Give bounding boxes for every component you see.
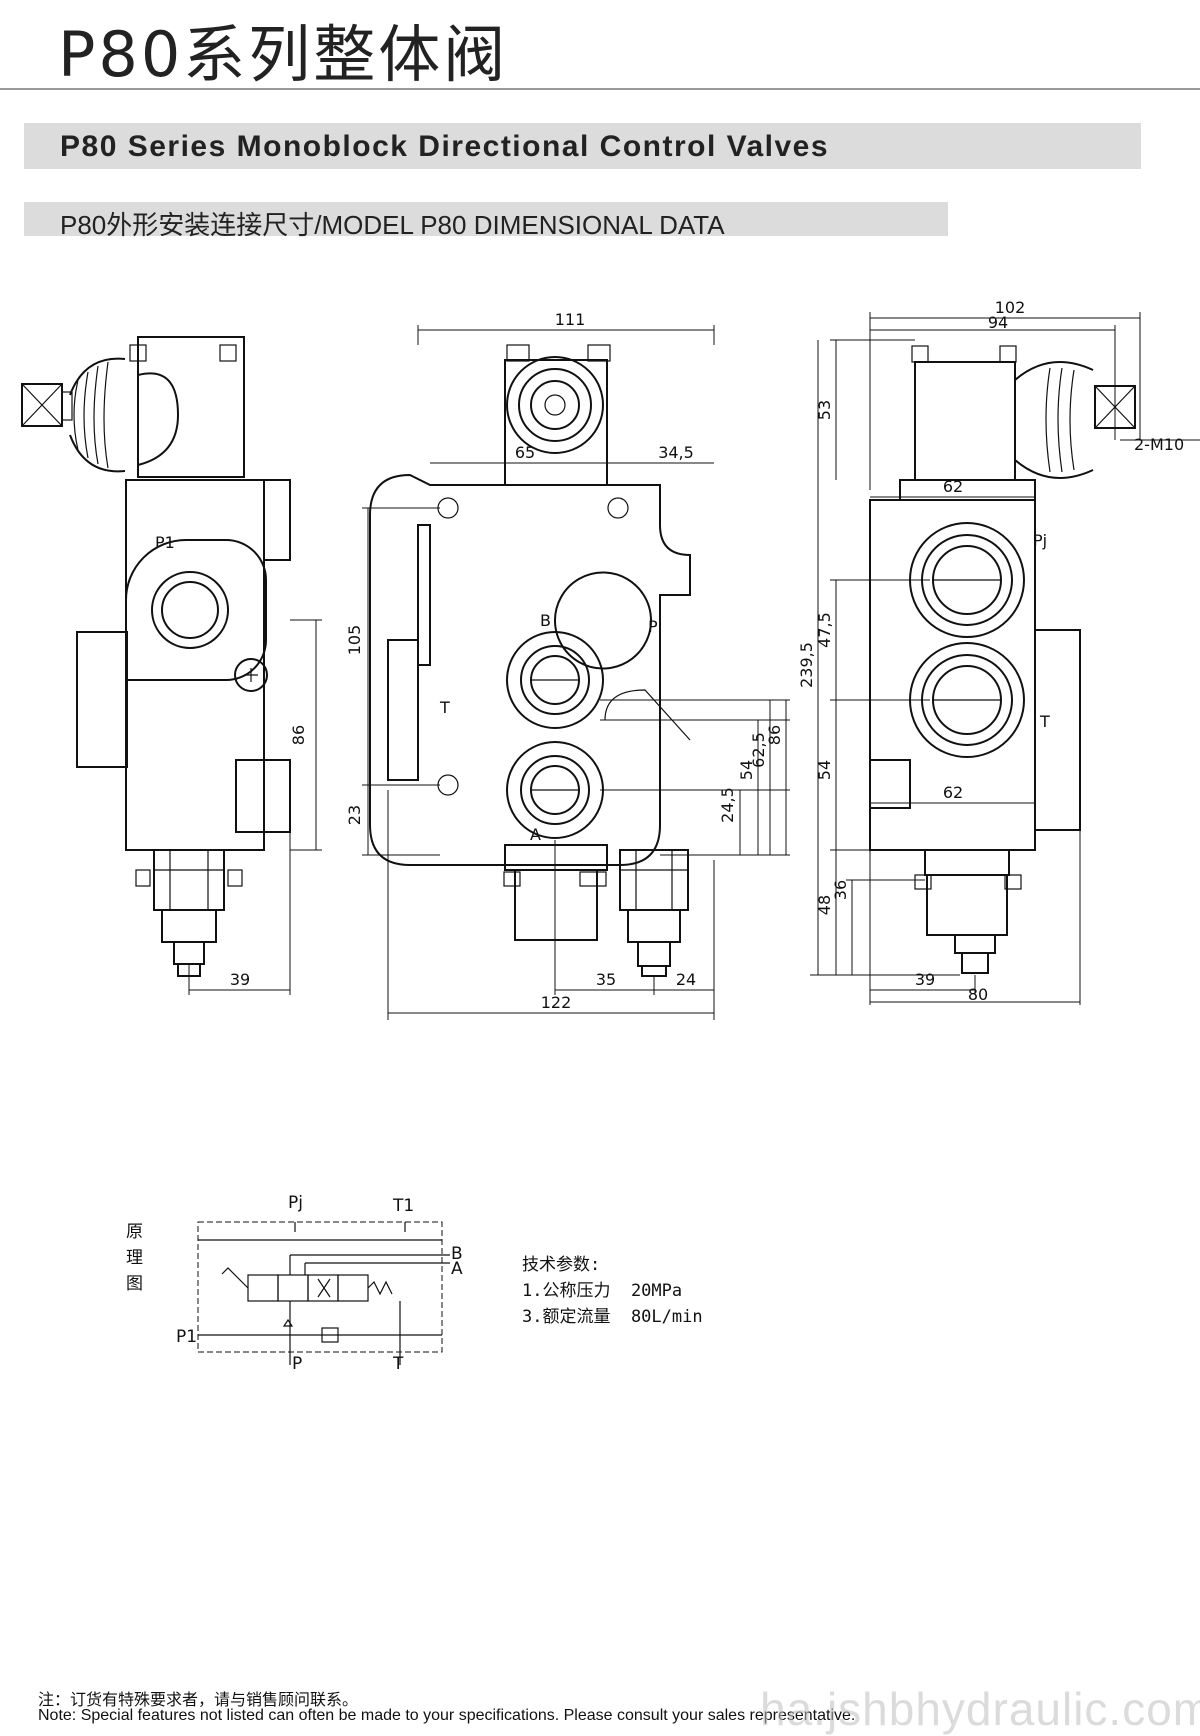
title-band-en: P80 Series Monoblock Directional Control… bbox=[24, 123, 1141, 169]
front-dim-86: 86 bbox=[765, 725, 784, 745]
schematic-port-pj: Pj bbox=[288, 1193, 303, 1213]
front-dim-24-5: 24,5 bbox=[718, 787, 737, 823]
right-side-view: 102 94 2-M10 53 62 Pj 239,5 47,5 T 54 62… bbox=[797, 298, 1200, 1005]
front-dim-34-5: 34,5 bbox=[658, 443, 694, 462]
footer-note-en: Note: Special features not listed can of… bbox=[38, 1707, 856, 1724]
right-dim-47-5: 47,5 bbox=[815, 612, 834, 648]
page-title-cn: P80系列整体阀 bbox=[58, 18, 509, 91]
front-dim-23: 23 bbox=[345, 805, 364, 825]
right-dim-54: 54 bbox=[815, 760, 834, 780]
schematic-port-p1: P1 bbox=[176, 1327, 198, 1347]
left-port-p1: P1 bbox=[155, 533, 175, 552]
right-dim-94: 94 bbox=[988, 313, 1008, 332]
tech-param-flow: 3.额定流量 80L/min bbox=[522, 1307, 703, 1327]
front-port-b: B bbox=[540, 611, 551, 630]
right-port-pj: Pj bbox=[1033, 531, 1047, 550]
front-port-t: T bbox=[439, 698, 450, 717]
schematic-port-b: B bbox=[451, 1244, 463, 1264]
tech-params-heading: 技术参数: bbox=[522, 1255, 601, 1275]
right-dim-39: 39 bbox=[915, 970, 935, 989]
right-dim-48: 48 bbox=[815, 895, 834, 915]
right-dim-239-5: 239,5 bbox=[797, 642, 816, 688]
page-subtitle: P80外形安装连接尺寸/MODEL P80 DIMENSIONAL DATA bbox=[60, 210, 725, 240]
left-dim-39: 39 bbox=[230, 970, 250, 989]
right-dim-62-top: 62 bbox=[943, 477, 963, 496]
front-dim-122: 122 bbox=[541, 993, 572, 1012]
right-dim-62-bottom: 62 bbox=[943, 783, 963, 802]
tech-param-pressure: 1.公称压力 20MPa bbox=[522, 1281, 683, 1301]
front-view: 111 65 34,5 105 23 24,5 54 62,5 86 35 24 bbox=[345, 310, 790, 1020]
left-dim-86: 86 bbox=[289, 725, 308, 745]
front-dim-62-5: 62,5 bbox=[749, 732, 768, 768]
page-title-en: P80 Series Monoblock Directional Control… bbox=[60, 130, 830, 163]
front-dim-24: 24 bbox=[676, 970, 696, 989]
right-port-t: T bbox=[1039, 712, 1050, 731]
right-dim-102: 102 bbox=[995, 298, 1026, 317]
right-dim-53: 53 bbox=[815, 400, 834, 420]
schematic-port-p: P bbox=[292, 1354, 303, 1374]
schematic-label-2: 理 bbox=[126, 1248, 143, 1268]
schematic-port-a: A bbox=[451, 1259, 463, 1279]
subtitle-band: P80外形安装连接尺寸/MODEL P80 DIMENSIONAL DATA bbox=[24, 202, 948, 240]
right-dim-36: 36 bbox=[831, 880, 850, 900]
title-divider bbox=[0, 88, 1200, 90]
right-dim-80: 80 bbox=[968, 985, 988, 1004]
footer-note-cn: 注：订货有特殊要求者，请与销售顾问联系。 bbox=[38, 1692, 359, 1709]
hydraulic-schematic bbox=[197, 1221, 450, 1365]
schematic-port-t: T bbox=[393, 1354, 404, 1374]
right-thread: 2-M10 bbox=[1134, 435, 1184, 454]
schematic-port-t1: T1 bbox=[393, 1196, 415, 1216]
dimension-drawing: 86 39 P1 bbox=[21, 298, 1200, 1020]
front-dim-105: 105 bbox=[345, 625, 364, 656]
front-dim-111: 111 bbox=[555, 310, 586, 329]
schematic-label-3: 图 bbox=[126, 1274, 143, 1294]
left-side-view: 86 39 P1 bbox=[21, 336, 322, 995]
schematic-label-1: 原 bbox=[126, 1222, 143, 1242]
front-dim-54: 54 bbox=[737, 760, 756, 780]
front-dim-35: 35 bbox=[596, 970, 616, 989]
front-port-p: P bbox=[648, 617, 658, 636]
front-port-a: A bbox=[530, 825, 541, 844]
watermark: ha.jshbhydraulic.com bbox=[760, 1683, 1200, 1735]
front-dim-65: 65 bbox=[515, 443, 535, 462]
